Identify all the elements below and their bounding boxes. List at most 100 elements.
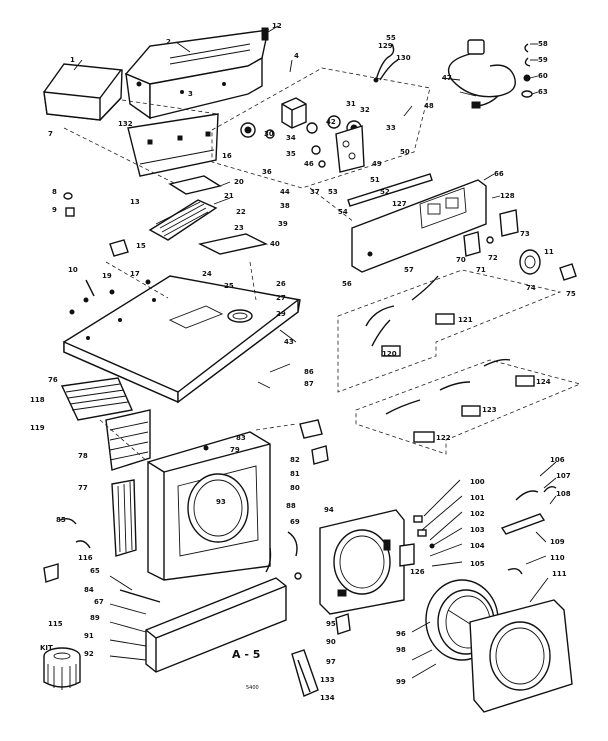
part-label: 40	[270, 240, 280, 248]
part-label: 49	[372, 160, 382, 168]
part-label: 22	[236, 208, 246, 216]
part-label: 104	[470, 542, 485, 550]
part-label: 69	[290, 518, 300, 526]
part-label: 74	[526, 284, 536, 292]
part-label: 3	[188, 90, 193, 98]
hinge-hardware	[69, 279, 151, 315]
part-label: 17	[130, 270, 140, 278]
part-label: 72	[488, 254, 498, 262]
part-label: 128	[500, 192, 515, 200]
cabinet-housing	[105, 409, 151, 471]
part-label: 10	[68, 266, 78, 274]
part-label: 122	[436, 434, 451, 442]
part-label: 29	[276, 310, 286, 318]
part-label: 103	[470, 526, 485, 534]
part-label: 84	[84, 586, 94, 594]
part-label: 96	[396, 630, 406, 638]
part-label: 78	[78, 452, 88, 460]
part-label: 15	[136, 242, 146, 250]
part-label: 77	[78, 484, 88, 492]
small-parts-left	[63, 192, 129, 257]
part-label: 107	[556, 472, 571, 480]
top-cover	[63, 275, 301, 404]
part-label: 90	[326, 638, 336, 646]
page-label: A - 5	[232, 648, 260, 661]
part-label: 70	[456, 256, 466, 264]
part-label: 98	[396, 646, 406, 654]
part-label: 121	[458, 316, 473, 324]
part-label: 109	[550, 538, 565, 546]
part-label: 11	[544, 248, 554, 256]
part-label: 20	[234, 178, 244, 186]
part-label: 34	[286, 134, 296, 142]
latch-parts	[413, 515, 435, 549]
part-label: 97	[326, 658, 336, 666]
kit-label: KIT	[40, 644, 53, 652]
part-label: 91	[84, 632, 94, 640]
part-label: 30	[264, 130, 274, 138]
wire-harness	[373, 43, 399, 83]
part-label: 9	[52, 206, 57, 214]
part-label: 60	[538, 72, 548, 80]
part-label: 95	[326, 620, 336, 628]
console-top	[124, 27, 269, 120]
part-label: 43	[284, 338, 294, 346]
hardware-57-60	[521, 43, 533, 98]
part-label: 23	[234, 224, 244, 232]
door-hinge-bar	[500, 485, 557, 575]
drawing-code: 5400	[246, 685, 259, 691]
part-label: 82	[290, 456, 300, 464]
part-label: 24	[202, 270, 212, 278]
part-label: 42	[326, 118, 336, 126]
bar-51	[347, 173, 433, 207]
part-label: 26	[276, 280, 286, 288]
part-label: 134	[320, 694, 335, 702]
part-label: 32	[360, 106, 370, 114]
part-label: 38	[280, 202, 290, 210]
part-label: 92	[84, 650, 94, 658]
part-label: 16	[222, 152, 232, 160]
part-label: 35	[286, 150, 296, 158]
console-end-panel	[43, 63, 123, 121]
handle-parts	[265, 419, 329, 580]
part-label: 12	[272, 22, 282, 30]
part-label: 31	[346, 100, 356, 108]
part-label: 85	[56, 516, 66, 524]
part-label: 99	[396, 678, 406, 686]
part-label: 39	[278, 220, 288, 228]
timer	[281, 97, 307, 129]
part-label: 33	[386, 124, 396, 132]
plate-22	[197, 233, 269, 255]
part-label: 46	[304, 160, 314, 168]
part-label: 36	[262, 168, 272, 176]
part-label: 94	[324, 506, 334, 514]
part-label: 63	[538, 88, 548, 96]
part-label: 132	[118, 120, 133, 128]
part-label: 76	[48, 376, 58, 384]
part-label: 4	[294, 52, 299, 60]
switch-cluster	[240, 115, 365, 173]
part-label: 56	[342, 280, 352, 288]
kick-plate	[145, 577, 287, 673]
part-labels: 1 2 3 4 7 8 9 10 11 12 13 15 16 17 19 20…	[30, 22, 576, 702]
leader-lines	[73, 25, 557, 679]
door-glass	[425, 579, 499, 661]
part-label: 7	[48, 130, 53, 138]
part-label: 126	[410, 568, 425, 576]
part-label: 37	[310, 188, 320, 196]
front-panel	[147, 431, 271, 581]
part-label: 100	[470, 478, 485, 486]
part-label: 124	[536, 378, 551, 386]
part-label: 118	[30, 396, 45, 404]
part-label: 44	[280, 188, 290, 196]
part-label: 123	[482, 406, 497, 414]
part-label: 81	[290, 470, 300, 478]
console-rear-panel	[127, 113, 219, 177]
part-label: 66	[494, 170, 504, 178]
part-label: 86	[304, 368, 314, 376]
element-board-lower	[355, 358, 582, 455]
part-label: 27	[276, 294, 286, 302]
part-label: 73	[520, 230, 530, 238]
part-label: 48	[424, 102, 434, 110]
